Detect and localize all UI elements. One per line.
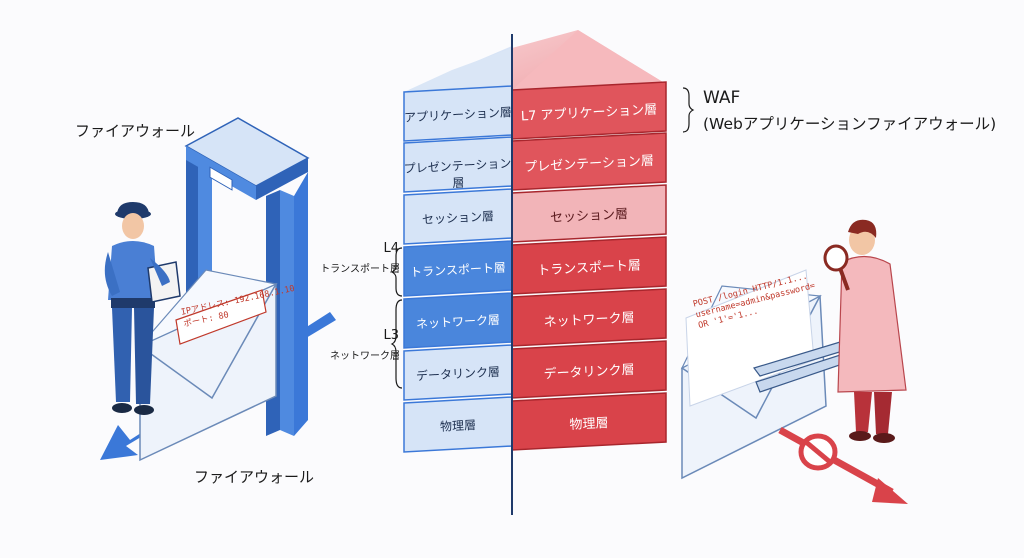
firewall-label-bottom: ファイアウォール [194, 468, 315, 486]
l3-bracket [390, 299, 403, 389]
envelope-left [139, 269, 278, 462]
firewall-label-top: ファイアウォール [75, 122, 196, 140]
officer-figure [104, 202, 181, 415]
blue-osi-stack [404, 46, 512, 92]
red-arrow [778, 426, 908, 504]
l3-name: ネットワーク層 [330, 351, 400, 362]
l3-tag: L3 [383, 328, 399, 343]
l4-tag: L4 [383, 241, 399, 256]
red-osi-stack [512, 30, 666, 90]
blue-layer-label: プレゼンテーション層 [403, 156, 512, 191]
blue-layers [403, 85, 513, 453]
waf-bracket [682, 87, 695, 133]
block-icon [798, 433, 838, 471]
inspector-figure [823, 219, 907, 443]
l4-bracket [390, 247, 403, 297]
envelope-right [680, 269, 827, 480]
l4-name: トランスポート層 [320, 264, 400, 275]
waf-title: WAF [703, 88, 741, 108]
waf-subtitle: (Webアプリケーションファイアウォール) [703, 115, 997, 133]
